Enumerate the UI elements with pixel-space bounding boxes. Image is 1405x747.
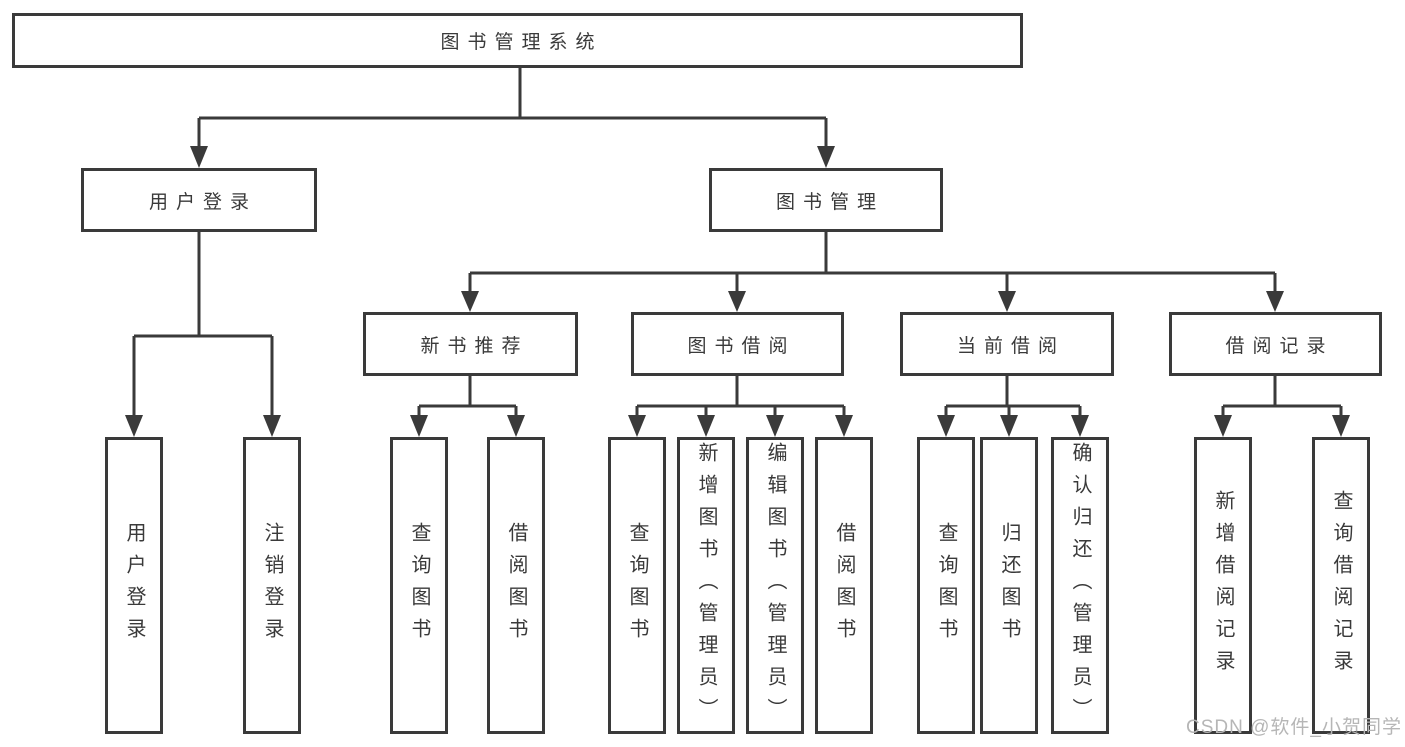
leaf-borrowing-query-books: 查询图书: [608, 437, 666, 734]
leaf-label: 查询借阅记录: [1330, 489, 1352, 682]
arrowhead-icon: [998, 291, 1016, 312]
leaf-label: 新增图书（管理员）: [695, 441, 717, 730]
leaf-label: 注销登录: [261, 521, 283, 650]
leaf-borrowing-edit-books-admin: 编辑图书（管理员）: [746, 437, 804, 734]
leaf-logout: 注销登录: [243, 437, 301, 734]
arrowhead-icon: [410, 415, 428, 437]
leaf-borrowing-add-books-admin: 新增图书（管理员）: [677, 437, 735, 734]
leaf-label: 确认归还（管理员）: [1069, 441, 1091, 730]
leaf-label: 编辑图书（管理员）: [764, 441, 786, 730]
node-label: 当前借阅: [956, 335, 1065, 357]
node-label: 图书借阅: [687, 335, 796, 357]
connector-book-borrowing-to-leaves: [628, 375, 853, 437]
leaf-label: 查询图书: [626, 521, 648, 650]
node-new-book-recommendation: 新书推荐: [363, 312, 578, 376]
leaf-label: 用户登录: [123, 521, 145, 650]
arrowhead-icon: [1000, 415, 1018, 437]
csdn-watermark: CSDN @软件_小贺同学: [1186, 717, 1402, 738]
leaf-borrowing-borrow-books: 借阅图书: [815, 437, 873, 734]
node-label: 图书管理系统: [440, 32, 603, 53]
arrowhead-icon: [1071, 415, 1089, 437]
leaf-recommend-borrow-books: 借阅图书: [487, 437, 545, 734]
arrowhead-icon: [697, 415, 715, 437]
leaf-label: 借阅图书: [505, 521, 527, 650]
leaf-recommend-query-books: 查询图书: [390, 437, 448, 734]
leaf-records-add-record: 新增借阅记录: [1194, 437, 1252, 734]
arrowhead-icon: [190, 146, 208, 168]
node-library-management-system: 图书管理系统: [12, 13, 1023, 68]
arrowhead-icon: [628, 415, 646, 437]
connector-user-login-to-leaves: [125, 232, 281, 437]
leaf-records-query-record: 查询借阅记录: [1312, 437, 1370, 734]
node-label: 新书推荐: [420, 335, 529, 357]
arrowhead-icon: [1332, 415, 1350, 437]
arrowhead-icon: [937, 415, 955, 437]
leaf-label: 新增借阅记录: [1212, 489, 1234, 682]
leaf-current-confirm-return-admin: 确认归还（管理员）: [1051, 437, 1109, 734]
arrowhead-icon: [766, 415, 784, 437]
node-label: 用户登录: [148, 191, 257, 213]
arrowhead-icon: [507, 415, 525, 437]
arrowhead-icon: [835, 415, 853, 437]
arrowhead-icon: [817, 146, 835, 168]
leaf-current-query-books: 查询图书: [917, 437, 975, 734]
leaf-label: 查询图书: [935, 521, 957, 650]
leaf-label: 归还图书: [998, 521, 1020, 650]
leaf-current-return-books: 归还图书: [980, 437, 1038, 734]
connector-book-management-to-level2: [461, 232, 1284, 312]
connector-borrowing-records-to-leaves: [1214, 375, 1350, 437]
arrowhead-icon: [1266, 291, 1284, 312]
node-current-borrowing: 当前借阅: [900, 312, 1114, 376]
arrowhead-icon: [728, 291, 746, 312]
connector-new-book-recommendation-to-leaves: [410, 375, 525, 437]
node-book-management: 图书管理: [709, 168, 943, 232]
leaf-label: 查询图书: [408, 521, 430, 650]
node-label: 借阅记录: [1225, 335, 1334, 357]
leaf-label: 借阅图书: [833, 521, 855, 650]
connector-current-borrowing-to-leaves: [937, 375, 1089, 437]
arrowhead-icon: [263, 415, 281, 437]
node-user-login: 用户登录: [81, 168, 317, 232]
arrowhead-icon: [125, 415, 143, 437]
arrowhead-icon: [461, 291, 479, 312]
connector-root-to-level1: [190, 68, 835, 168]
node-book-borrowing: 图书借阅: [631, 312, 844, 376]
leaf-user-login: 用户登录: [105, 437, 163, 734]
arrowhead-icon: [1214, 415, 1232, 437]
node-label: 图书管理: [775, 191, 884, 213]
node-borrowing-records: 借阅记录: [1169, 312, 1382, 376]
